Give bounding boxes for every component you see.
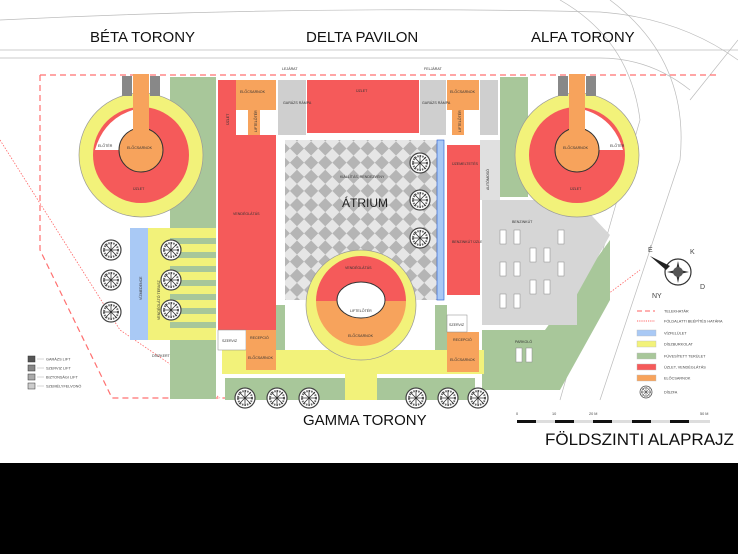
scale-bar: 0 10 20 M 50 M <box>516 412 710 423</box>
lift-legend-label: GARÁZS LIFT <box>46 357 71 361</box>
label-liftelotér-left: LIFTELŐTÉR <box>253 110 258 132</box>
label-garazs-rampa-left: GARÁZS RÁMPA <box>283 101 312 105</box>
label-beta-eloter: ELŐTÉR <box>98 143 113 148</box>
label-delta-uzlet: ÜZLET <box>356 89 368 93</box>
legend-label: VÍZFELÜLET <box>664 331 687 335</box>
title-delta-pavilon: DELTA PAVILON <box>306 29 418 46</box>
label-gamma-liftelotér: LIFTELŐTÉR <box>350 308 372 313</box>
label-benzinkut: BENZINKÚT <box>512 219 533 224</box>
label-alfa-elocsarnok: ELŐCSARNOK <box>563 145 589 150</box>
label-elocsarnok-br: ELŐCSARNOK <box>450 357 476 362</box>
legend: TELEKHATÁR FÖLDALATTI BEÉPÍTÉS HATÁRA VÍZF… <box>636 309 723 399</box>
label-vendeglatas: VENDÉGLÁTÁS <box>233 211 260 216</box>
legend-item: DÍSZFA <box>639 385 678 399</box>
title-alfa-torony: ALFA TORONY <box>531 29 635 46</box>
legend-label: DÍSZFA <box>664 390 678 394</box>
label-automoso: AUTÓMOSÓ <box>485 169 490 190</box>
terrace-grass-stripes <box>170 238 216 328</box>
label-gamma-elocsarnok: ELŐCSARNOK <box>348 333 374 338</box>
lift-icon <box>27 382 36 390</box>
lift-icon <box>27 373 36 381</box>
beta-tower <box>78 74 204 218</box>
label-benzinkut-uzlet: BENZINKÚT ÜZLET <box>452 239 485 244</box>
water-pool <box>130 228 148 340</box>
legend-swatch <box>636 352 657 360</box>
road-lines <box>0 0 738 401</box>
scale-tick-0: 0 <box>516 412 518 416</box>
label-lejarat: LEJÁRAT <box>282 67 298 71</box>
compass-label-w: NY <box>652 293 662 300</box>
legend-label: TELEKHATÁR <box>664 309 689 313</box>
legend-swatch <box>636 374 657 382</box>
label-elocsarnok-left: ELŐCSARNOK <box>240 89 266 94</box>
label-elocsarnok-bl: ELŐCSARNOK <box>248 355 274 360</box>
lift-legend-label: SZEMÉLYFELVONÓ <box>46 383 81 388</box>
label-parkolo: PARKOLÓ <box>515 339 532 344</box>
scale-tick-50: 50 M <box>700 412 708 416</box>
compass-rose-icon: É K D NY <box>648 245 705 300</box>
label-gamma-vendeglatas: VENDÉGLÁTÁS <box>345 265 372 270</box>
legend-item: ELŐCSARNOK <box>636 374 691 382</box>
legend-label: FÜVESÍTETT TERÜLET <box>664 354 706 358</box>
atrium-title: ÁTRIUM <box>342 195 388 210</box>
label-szerviz-left: SZERVIZ <box>222 339 238 343</box>
label-alfa-uzlet: ÜZLET <box>570 187 582 191</box>
compass-label-n: É <box>648 245 653 254</box>
legend-item: DÍSZBURKOLAT <box>636 340 694 348</box>
lift-legend-item: SZEMÉLYFELVONÓ <box>27 382 81 390</box>
label-liftelotér-right: LIFTELŐTÉR <box>457 110 462 132</box>
lift-icon <box>27 355 36 363</box>
legend-item: FÜVESÍTETT TERÜLET <box>636 352 706 360</box>
compass-label-s: D <box>700 284 705 291</box>
legend-label: FÖLDALATTI BEÉPÍTÉS HATÁRA <box>664 318 723 323</box>
label-uzemeltetes: ÜZEMELTETÉS <box>452 161 478 166</box>
label-elocsarnok-right: ELŐCSARNOK <box>450 89 476 94</box>
lift-legend-label: BIZTONSÁGI LIFT <box>46 375 78 379</box>
compass-label-e: K <box>690 249 695 256</box>
label-uzlet-left: ÜZLET <box>226 113 230 125</box>
lift-legend-item: BIZTONSÁGI LIFT <box>27 373 78 381</box>
label-alfa-eloter: ELŐTÉR <box>610 143 625 148</box>
scale-tick-10: 10 <box>552 412 556 416</box>
legend-item: TELEKHATÁR <box>637 309 689 313</box>
label-recepcio-left: RECEPCIÓ <box>250 335 269 340</box>
lift-legend-label: SZERVIZ LIFT <box>46 366 72 370</box>
legend-label: ELŐCSARNOK <box>664 375 691 380</box>
letterbox-bar <box>0 463 738 554</box>
site-plan-drawing: VÍZMEDENCE VENDÉGLÁTÓ TERASZ DÍSZKERT ÁT… <box>0 0 738 449</box>
tree-icon <box>639 385 653 399</box>
label-recepcio-right: RECEPCIÓ <box>453 337 472 342</box>
legend-swatch <box>636 340 657 348</box>
label-garazs-rampa-right: GARÁZS RÁMPA <box>422 101 451 105</box>
floor-plan: VÍZMEDENCE VENDÉGLÁTÓ TERASZ DÍSZKERT ÁT… <box>0 0 738 463</box>
title-beta-torony: BÉTA TORONY <box>90 29 195 46</box>
label-szerviz-right: SZERVIZ <box>449 323 465 327</box>
legend-swatch <box>636 363 657 371</box>
atrium-water <box>436 139 445 301</box>
label-feljarat: FELJÁRAT <box>424 67 443 71</box>
lift-legend-item: SZERVIZ LIFT <box>27 364 72 372</box>
legend-swatch <box>636 329 657 337</box>
alfa-tower <box>514 74 640 218</box>
label-vizmedence: VÍZMEDENCE <box>139 276 143 300</box>
lift-legend-item: GARÁZS LIFT <box>27 355 71 363</box>
plan-title: FÖLDSZINTI ALAPRAJZ <box>545 430 734 449</box>
label-beta-elocsarnok: ELŐCSARNOK <box>127 145 153 150</box>
label-vendeglato-terasz: VENDÉGLÁTÓ TERASZ <box>156 280 161 320</box>
legend-item: ÜZLET, VENDÉGLÁTÁS <box>636 363 706 371</box>
delta-pavilion <box>218 80 500 330</box>
label-kiallitas: KIÁLLÍTÁS, RENDEZVÉNY <box>340 174 385 179</box>
label-diszkert: DÍSZKERT <box>152 354 171 358</box>
legend-item: VÍZFELÜLET <box>636 329 687 337</box>
lift-icon <box>27 364 36 372</box>
legend-item: FÖLDALATTI BEÉPÍTÉS HATÁRA <box>637 318 723 323</box>
label-beta-uzlet: ÜZLET <box>133 187 145 191</box>
parked-cars <box>499 229 565 363</box>
scale-tick-20: 20 M <box>589 412 597 416</box>
legend-label: DÍSZBURKOLAT <box>664 342 694 346</box>
legend-label: ÜZLET, VENDÉGLÁTÁS <box>664 364 706 369</box>
title-gamma-torony: GAMMA TORONY <box>303 412 427 429</box>
lift-legend: GARÁZS LIFT SZERVIZ LIFT BIZTONSÁGI LIFT SZ… <box>27 355 81 390</box>
gamma-tower <box>305 249 417 361</box>
